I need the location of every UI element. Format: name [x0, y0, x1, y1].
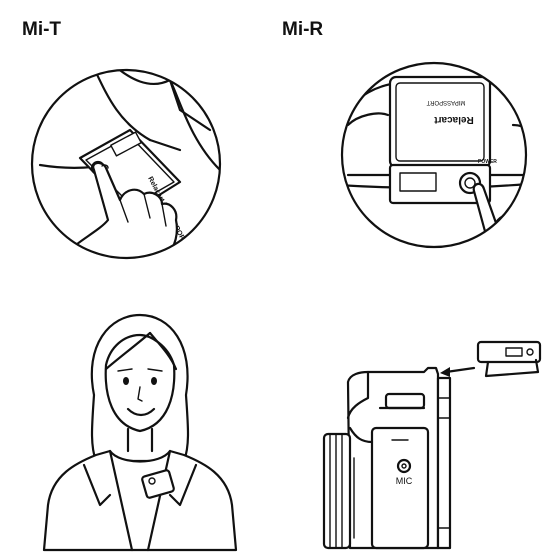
- mic-port: [396, 458, 412, 474]
- usb-port-icon: [505, 347, 523, 357]
- receiver-device: Relacart MIPASSPORT POWER: [388, 75, 497, 205]
- receiver-brand: Relacart: [434, 114, 474, 125]
- right-eye: [151, 377, 157, 385]
- mi-r-power-closeup: Relacart MIPASSPORT POWER: [340, 61, 528, 249]
- mi-t-power-closeup: Relacart MIPASSPORT: [30, 68, 222, 260]
- heading-mi-r: Mi-R: [282, 19, 324, 40]
- mic-port-label: MIC: [396, 476, 413, 486]
- transmitter-on-jacket: [141, 469, 175, 499]
- mi-r-on-camera: MIC: [322, 340, 542, 550]
- arrow-left-icon: [440, 366, 476, 377]
- woman-wearing-mi-t: [42, 313, 238, 552]
- receiver-detached: [476, 340, 542, 378]
- left-eye: [123, 377, 129, 385]
- receiver-model: MIPASSPORT: [426, 99, 465, 105]
- power-label: POWER: [478, 159, 497, 165]
- heading-mi-t: Mi-T: [22, 19, 62, 40]
- smile: [126, 407, 156, 417]
